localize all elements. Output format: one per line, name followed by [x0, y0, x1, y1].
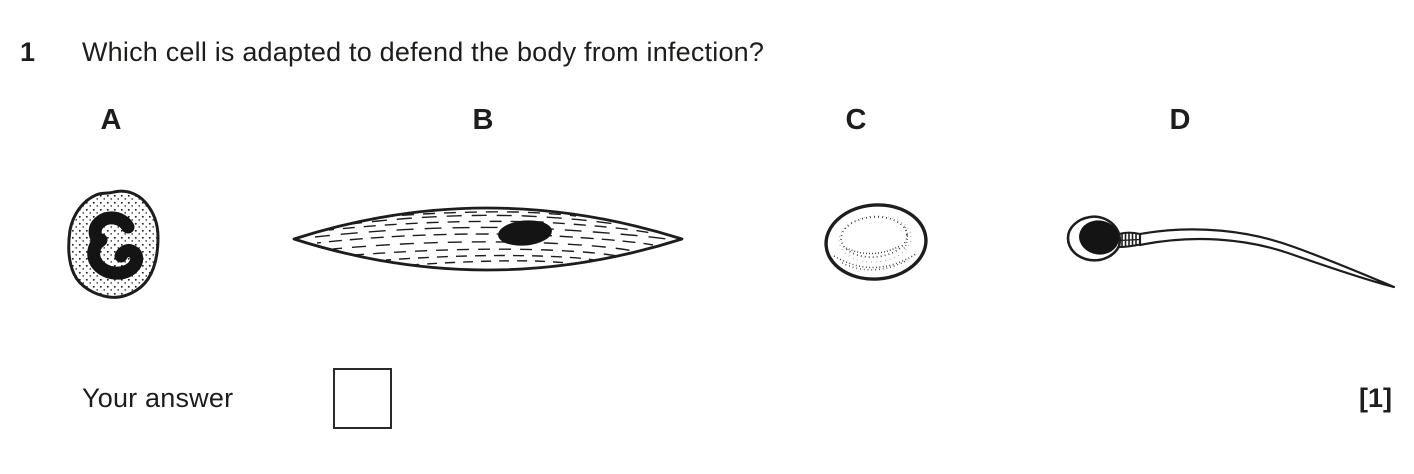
answer-prompt-label: Your answer	[82, 383, 234, 413]
sperm-nucleus	[1079, 220, 1119, 255]
muscle-cell-figure	[292, 206, 684, 272]
white-blood-cell-figure	[67, 189, 160, 299]
option-label-b: B	[472, 104, 494, 136]
marks-badge: [1]	[1359, 383, 1392, 413]
option-label-c: C	[845, 104, 867, 136]
wbc-membrane	[67, 189, 160, 299]
option-label-d: D	[1169, 104, 1191, 136]
answer-box[interactable]	[333, 368, 392, 429]
sperm-midpiece	[1118, 231, 1141, 248]
rbc-dimple-stipple	[833, 215, 917, 271]
question-text: Which cell is adapted to defend the body…	[82, 37, 765, 67]
option-label-a: A	[100, 104, 122, 136]
sperm-cell-figure	[1066, 215, 1396, 289]
muscle-membrane	[292, 206, 684, 272]
sperm-tail	[1138, 228, 1396, 289]
rbc-rim	[824, 203, 928, 281]
muscle-nucleus	[498, 220, 552, 246]
red-blood-cell-figure	[824, 203, 928, 281]
question-number: 1	[20, 37, 36, 67]
wbc-nucleus-lower-lobe	[87, 233, 144, 280]
